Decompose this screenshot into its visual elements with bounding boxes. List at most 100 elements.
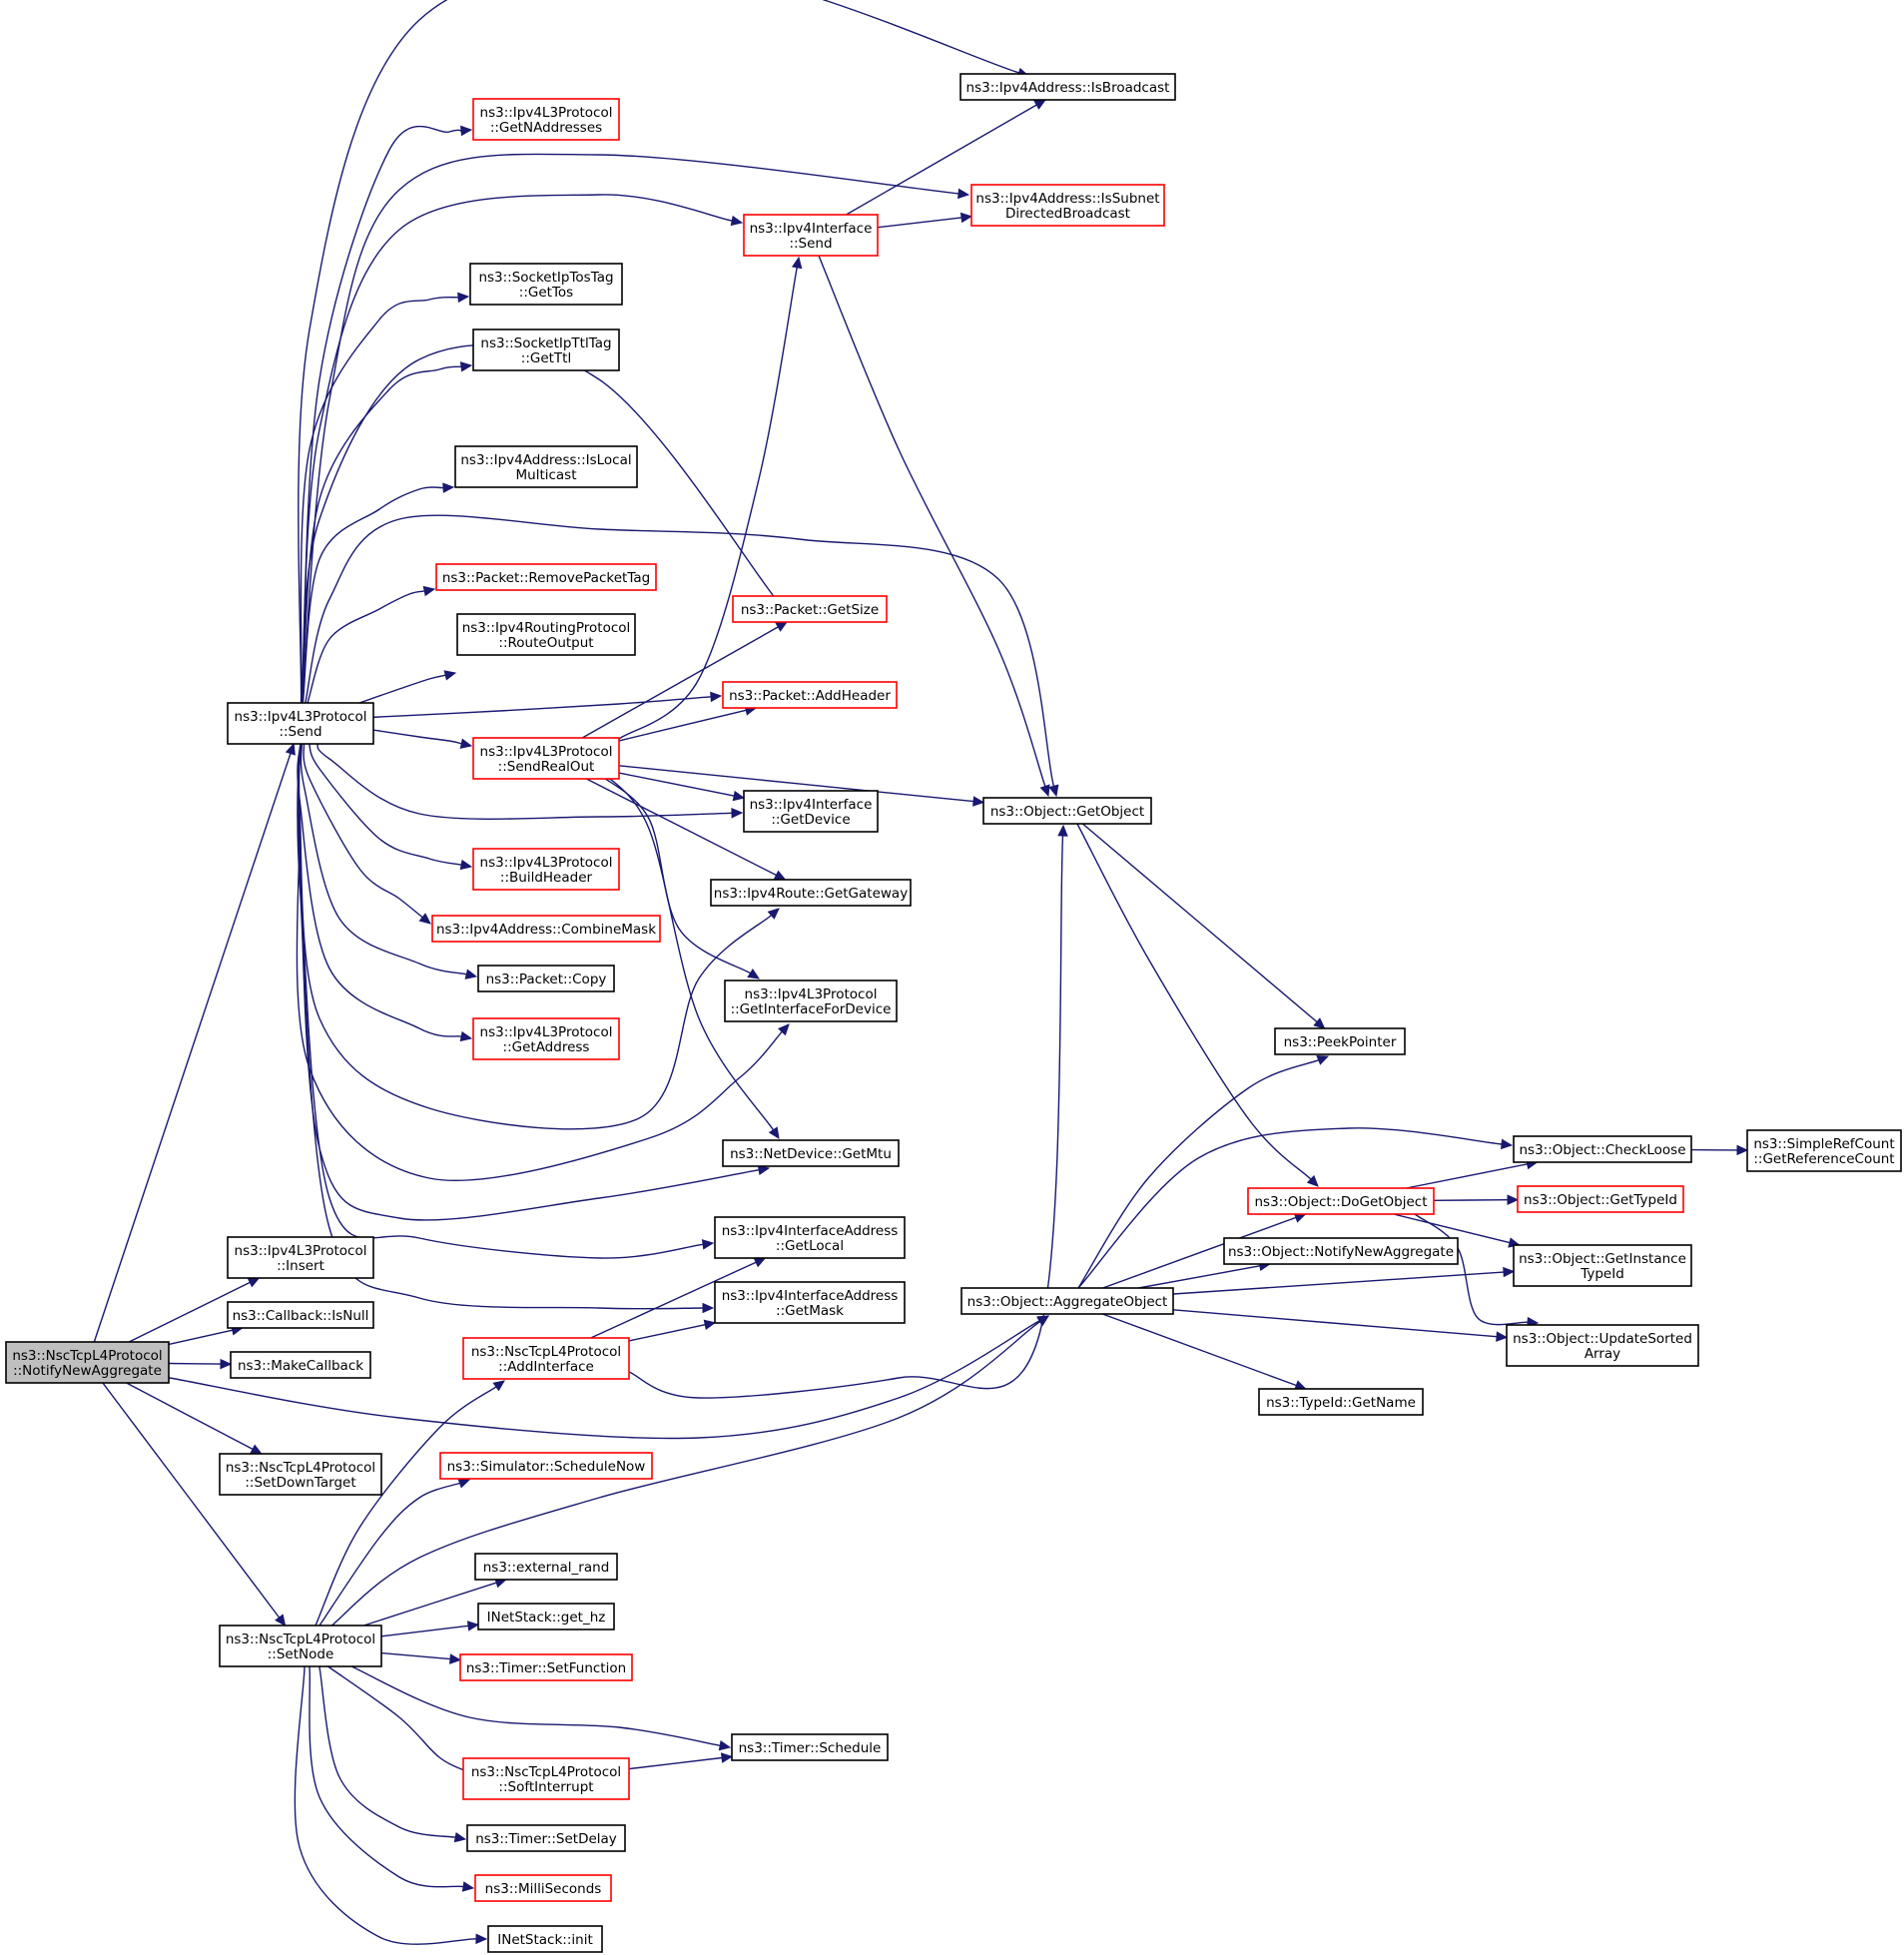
node-box[interactable] (724, 979, 898, 1022)
node-box[interactable] (219, 1453, 382, 1496)
node-removepackettag[interactable]: ns3::Packet::RemovePacketTag (435, 563, 657, 591)
node-box[interactable] (462, 1757, 630, 1800)
node-box[interactable] (714, 1281, 906, 1324)
node-root[interactable]: ns3::NscTcpL4Protocol::NotifyNewAggregat… (5, 1341, 170, 1384)
node-box[interactable] (1506, 1324, 1699, 1367)
node-isbroadcast[interactable]: ns3::Ipv4Address::IsBroadcast (959, 73, 1176, 101)
node-box[interactable] (710, 879, 912, 907)
node-box[interactable] (982, 797, 1152, 825)
node-ipv4l3-insert[interactable]: ns3::Ipv4L3Protocol::Insert (227, 1236, 374, 1279)
node-box[interactable] (477, 1603, 615, 1630)
node-box[interactable] (472, 98, 620, 141)
node-addinterface[interactable]: ns3::NscTcpL4Protocol::AddInterface (462, 1337, 630, 1380)
node-peekpointer[interactable]: ns3::PeekPointer (1274, 1027, 1406, 1055)
node-box[interactable] (1274, 1027, 1406, 1055)
node-box[interactable] (1223, 1237, 1459, 1265)
node-box[interactable] (459, 1653, 633, 1681)
node-external-rand[interactable]: ns3::external_rand (474, 1553, 618, 1581)
node-ifaddr-getmask[interactable]: ns3::Ipv4InterfaceAddress::GetMask (714, 1281, 906, 1324)
node-callback-isnull[interactable]: ns3::Callback::IsNull (227, 1301, 374, 1329)
node-box[interactable] (732, 595, 888, 623)
node-routeoutput[interactable]: ns3::Ipv4RoutingProtocol::RouteOutput (456, 613, 636, 656)
node-box[interactable] (456, 613, 636, 656)
node-box[interactable] (466, 1824, 626, 1852)
node-makecallback[interactable]: ns3::MakeCallback (230, 1351, 371, 1379)
node-ipv4if-send[interactable]: ns3::Ipv4Interface::Send (743, 214, 879, 257)
node-softinterrupt[interactable]: ns3::NscTcpL4Protocol::SoftInterrupt (462, 1757, 630, 1800)
node-box[interactable] (722, 1139, 900, 1167)
node-box[interactable] (474, 1553, 618, 1581)
node-box[interactable] (1258, 1388, 1424, 1416)
node-box[interactable] (227, 1236, 374, 1279)
node-box[interactable] (731, 1733, 889, 1761)
node-setfunction[interactable]: ns3::Timer::SetFunction (459, 1653, 633, 1681)
node-setnode[interactable]: ns3::NscTcpL4Protocol::SetNode (219, 1625, 382, 1667)
node-packet-getsize[interactable]: ns3::Packet::GetSize (732, 595, 888, 623)
node-box[interactable] (1517, 1185, 1684, 1213)
node-box[interactable] (959, 73, 1176, 101)
node-box[interactable] (1746, 1129, 1902, 1172)
node-timer-schedule[interactable]: ns3::Timer::Schedule (731, 1733, 889, 1761)
node-box[interactable] (227, 702, 374, 745)
node-checkloose[interactable]: ns3::Object::CheckLoose (1513, 1135, 1692, 1163)
node-setdowntarget[interactable]: ns3::NscTcpL4Protocol::SetDownTarget (219, 1453, 382, 1496)
node-addheader[interactable]: ns3::Packet::AddHeader (722, 681, 898, 709)
node-issubnetdirected[interactable]: ns3::Ipv4Address::IsSubnetDirectedBroadc… (970, 184, 1165, 227)
node-box[interactable] (472, 737, 620, 780)
node-getinterfacefordevice[interactable]: ns3::Ipv4L3Protocol::GetInterfaceForDevi… (724, 979, 898, 1022)
node-box[interactable] (227, 1301, 374, 1329)
node-box[interactable] (970, 184, 1165, 227)
node-box[interactable] (454, 445, 638, 488)
node-aggregateobject[interactable]: ns3::Object::AggregateObject (960, 1287, 1174, 1315)
node-box[interactable] (462, 1337, 630, 1380)
node-box[interactable] (230, 1351, 371, 1379)
node-box[interactable] (5, 1341, 170, 1384)
node-getreferencecount[interactable]: ns3::SimpleRefCount::GetReferenceCount (1746, 1129, 1902, 1172)
node-getnaddresses[interactable]: ns3::Ipv4L3Protocol::GetNAddresses (472, 98, 620, 141)
node-dogetobject[interactable]: ns3::Object::DoGetObject (1247, 1187, 1435, 1215)
node-getobject[interactable]: ns3::Object::GetObject (982, 797, 1152, 825)
node-schedulenow[interactable]: ns3::Simulator::ScheduleNow (439, 1452, 653, 1480)
node-box[interactable] (472, 1017, 620, 1060)
node-inetstack-init[interactable]: INetStack::init (487, 1925, 603, 1953)
node-box[interactable] (219, 1625, 382, 1667)
node-ifaddr-getlocal[interactable]: ns3::Ipv4InterfaceAddress::GetLocal (714, 1216, 906, 1259)
node-get-hz[interactable]: INetStack::get_hz (477, 1603, 615, 1630)
node-getttl[interactable]: ns3::SocketIpTtlTag::GetTtl (472, 328, 620, 371)
node-getmtu[interactable]: ns3::NetDevice::GetMtu (722, 1139, 900, 1167)
node-notifynewaggregate[interactable]: ns3::Object::NotifyNewAggregate (1223, 1237, 1459, 1265)
node-box[interactable] (722, 681, 898, 709)
node-box[interactable] (1247, 1187, 1435, 1215)
node-ipv4if-getdevice[interactable]: ns3::Ipv4Interface::GetDevice (743, 790, 879, 833)
node-box[interactable] (435, 563, 657, 591)
node-buildheader[interactable]: ns3::Ipv4L3Protocol::BuildHeader (472, 848, 620, 891)
node-box[interactable] (431, 915, 661, 943)
node-combinemask[interactable]: ns3::Ipv4Address::CombineMask (431, 915, 661, 943)
node-ipv4l3-send[interactable]: ns3::Ipv4L3Protocol::Send (227, 702, 374, 745)
node-box[interactable] (474, 1874, 612, 1902)
node-box[interactable] (743, 790, 879, 833)
node-box[interactable] (714, 1216, 906, 1259)
node-gettypeid[interactable]: ns3::Object::GetTypeId (1517, 1185, 1684, 1213)
node-box[interactable] (477, 965, 615, 992)
node-box[interactable] (439, 1452, 653, 1480)
node-box[interactable] (743, 214, 879, 257)
node-box[interactable] (487, 1925, 603, 1953)
node-getaddress[interactable]: ns3::Ipv4L3Protocol::GetAddress (472, 1017, 620, 1060)
node-box[interactable] (469, 263, 623, 306)
node-gettos[interactable]: ns3::SocketIpTosTag::GetTos (469, 263, 623, 306)
node-packet-copy[interactable]: ns3::Packet::Copy (477, 965, 615, 992)
node-box[interactable] (960, 1287, 1174, 1315)
node-getgateway[interactable]: ns3::Ipv4Route::GetGateway (710, 879, 912, 907)
node-typeid-getname[interactable]: ns3::TypeId::GetName (1258, 1388, 1424, 1416)
node-milliseconds[interactable]: ns3::MilliSeconds (474, 1874, 612, 1902)
node-box[interactable] (472, 848, 620, 891)
node-box[interactable] (1513, 1244, 1692, 1287)
node-sendrealout[interactable]: ns3::Ipv4L3Protocol::SendRealOut (472, 737, 620, 780)
node-box[interactable] (1513, 1135, 1692, 1163)
node-box[interactable] (472, 328, 620, 371)
node-setdelay[interactable]: ns3::Timer::SetDelay (466, 1824, 626, 1852)
